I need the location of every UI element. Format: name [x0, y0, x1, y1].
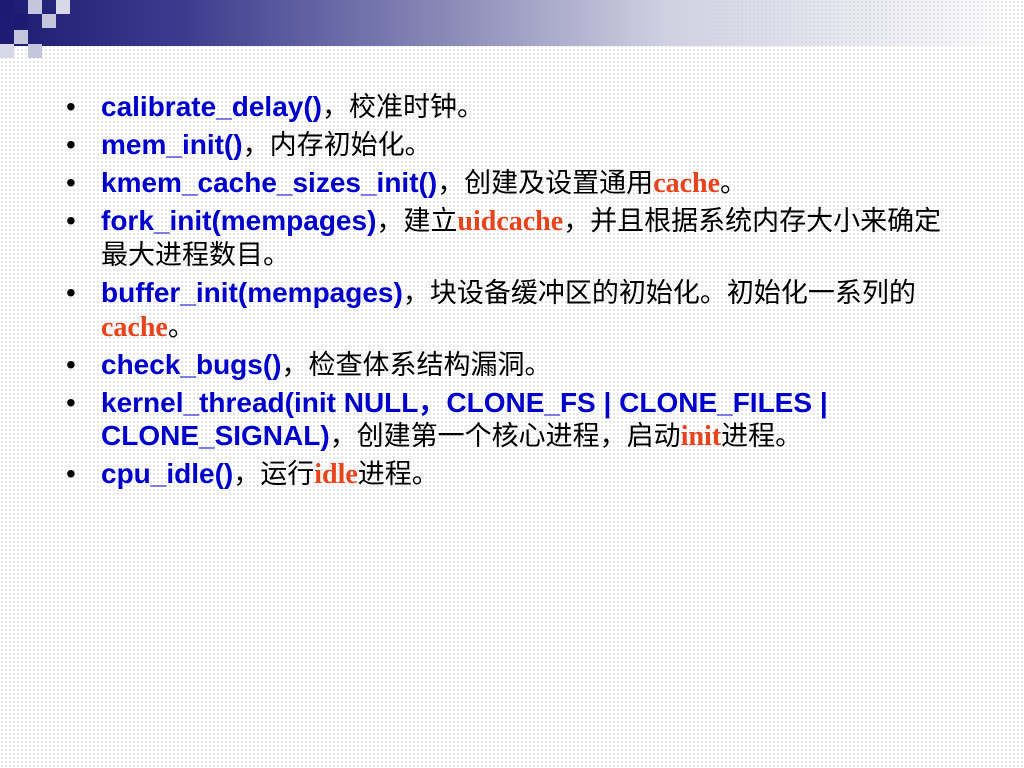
description: ，内存初始化。 — [242, 130, 432, 161]
description: ，创建及设置通用 — [437, 168, 654, 199]
keyword: uidcache — [457, 206, 564, 237]
description: ，运行 — [233, 459, 315, 490]
header-gradient-band — [0, 0, 1024, 46]
description: ，创建第一个核心进程，启动 — [329, 421, 681, 452]
keyword: idle — [314, 459, 358, 490]
function-name: mem_init() — [101, 129, 243, 160]
list-item: mem_init()，内存初始化。 — [64, 128, 964, 162]
function-name: cpu_idle() — [101, 458, 234, 489]
list-item: cpu_idle()，运行idle进程。 — [64, 457, 964, 491]
logo-square — [42, 14, 56, 28]
keyword: cache — [653, 168, 721, 199]
logo-square — [0, 0, 14, 14]
list-item: kmem_cache_sizes_init()，创建及设置通用cache。 — [64, 166, 964, 200]
description-tail: 。 — [167, 312, 195, 343]
description: ，块设备缓冲区的初始化。初始化一系列的 — [402, 278, 916, 309]
logo-square — [56, 0, 70, 14]
keyword: cache — [101, 312, 168, 343]
list-item: check_bugs()，检查体系结构漏洞。 — [64, 348, 964, 382]
function-name: kernel_thread(init NULL，CLONE_FS | CLONE… — [101, 387, 828, 451]
function-name: calibrate_delay() — [101, 91, 322, 122]
function-name: check_bugs() — [101, 349, 282, 380]
description: ，校准时钟。 — [322, 92, 484, 123]
function-name: fork_init(mempages) — [101, 205, 377, 236]
description-tail: 进程。 — [721, 421, 803, 452]
logo-square — [14, 30, 28, 44]
list-item: fork_init(mempages)，建立uidcache，并且根据系统内存大… — [64, 204, 964, 272]
list-item: buffer_init(mempages)，块设备缓冲区的初始化。初始化一系列的… — [64, 276, 964, 344]
description-tail: ，并且根据系统内存大小来确定最大进程数目。 — [101, 206, 942, 271]
list-item: calibrate_delay()，校准时钟。 — [64, 90, 964, 124]
description-tail: 进程。 — [357, 459, 439, 490]
description: ，建立 — [376, 206, 458, 237]
logo-square — [14, 14, 28, 28]
logo-square — [28, 0, 42, 14]
bullet-list: calibrate_delay()，校准时钟。 mem_init()，内存初始化… — [64, 90, 964, 495]
description: ，检查体系结构漏洞。 — [281, 350, 552, 381]
function-name: buffer_init(mempages) — [101, 277, 403, 308]
keyword: init — [680, 421, 722, 452]
logo-square — [28, 44, 42, 58]
list-item: kernel_thread(init NULL，CLONE_FS | CLONE… — [64, 386, 964, 453]
function-name: kmem_cache_sizes_init() — [101, 167, 438, 198]
description-tail: 。 — [720, 168, 748, 199]
logo-square — [0, 44, 14, 58]
